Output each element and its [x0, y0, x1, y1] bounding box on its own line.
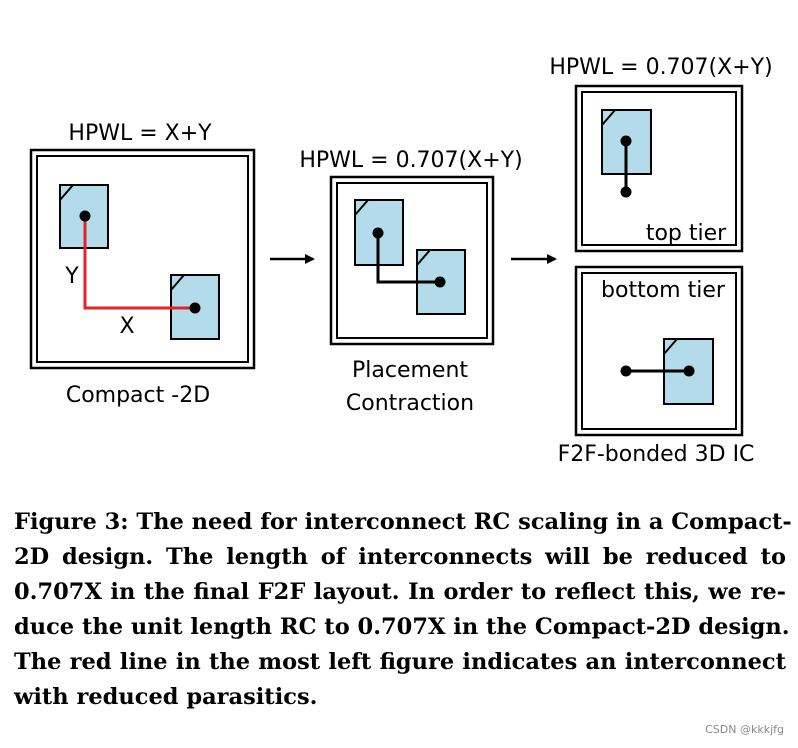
- placement-wire: [376, 233, 440, 284]
- caption-line-6: with reduced parasitics.: [14, 684, 318, 710]
- placement-pin-b: [434, 276, 446, 288]
- caption-line-5: The red line in the most left figure ind…: [14, 649, 786, 675]
- watermark: CSDN @kkkjfg: [705, 723, 784, 736]
- caption-line-3: 0.707X in the final F2F layout. In order…: [14, 579, 786, 605]
- x-dimension-label: X: [119, 314, 134, 339]
- red-interconnect-wire: [83, 216, 195, 310]
- top-tier-label: top tier: [646, 221, 727, 246]
- compact-pin-a: [79, 210, 91, 222]
- top-tier-die: [574, 84, 744, 253]
- caption-line-4: duce the unit length RC to 0.707X in the…: [14, 614, 790, 640]
- y-dimension-label: Y: [64, 264, 79, 289]
- compact-inner-frame: [36, 155, 249, 363]
- placement-outer-frame: [329, 175, 495, 346]
- placement-hpwl-label: HPWL = 0.707(X+Y): [299, 148, 522, 173]
- compact-hpwl-label: HPWL = X+Y: [68, 121, 212, 146]
- f2f-caption: F2F-bonded 3D IC: [558, 442, 755, 467]
- diagram: HPWL = X+Y Y X Compact -2D HPWL = 0.707(…: [29, 55, 773, 467]
- compact-outer-frame: [29, 148, 256, 370]
- bottom-tier-die: [574, 265, 744, 437]
- placement-pin-a: [372, 227, 384, 239]
- placement-contraction-panel: HPWL = 0.707(X+Y) Placement Contraction: [299, 148, 522, 416]
- placement-caption-line1: Placement: [352, 358, 468, 383]
- caption-line-2: 2D design. The length of interconnects w…: [14, 544, 786, 570]
- compact-caption: Compact -2D: [66, 383, 210, 408]
- placement-caption-line2: Contraction: [346, 391, 474, 416]
- compact-pin-b: [189, 302, 201, 314]
- bottom-tier-label: bottom tier: [601, 278, 726, 303]
- caption-line-1: Figure 3: The need for interconnect RC s…: [14, 509, 792, 535]
- f2f-3d-ic-panel: HPWL = 0.707(X+Y) top tier bottom tier F…: [549, 55, 772, 467]
- figure-caption: Figure 3: The need for interconnect RC s…: [14, 505, 792, 715]
- placement-inner-frame: [336, 182, 488, 339]
- f2f-hpwl-label: HPWL = 0.707(X+Y): [549, 55, 772, 80]
- compact-2d-panel: HPWL = X+Y Y X Compact -2D: [29, 121, 256, 408]
